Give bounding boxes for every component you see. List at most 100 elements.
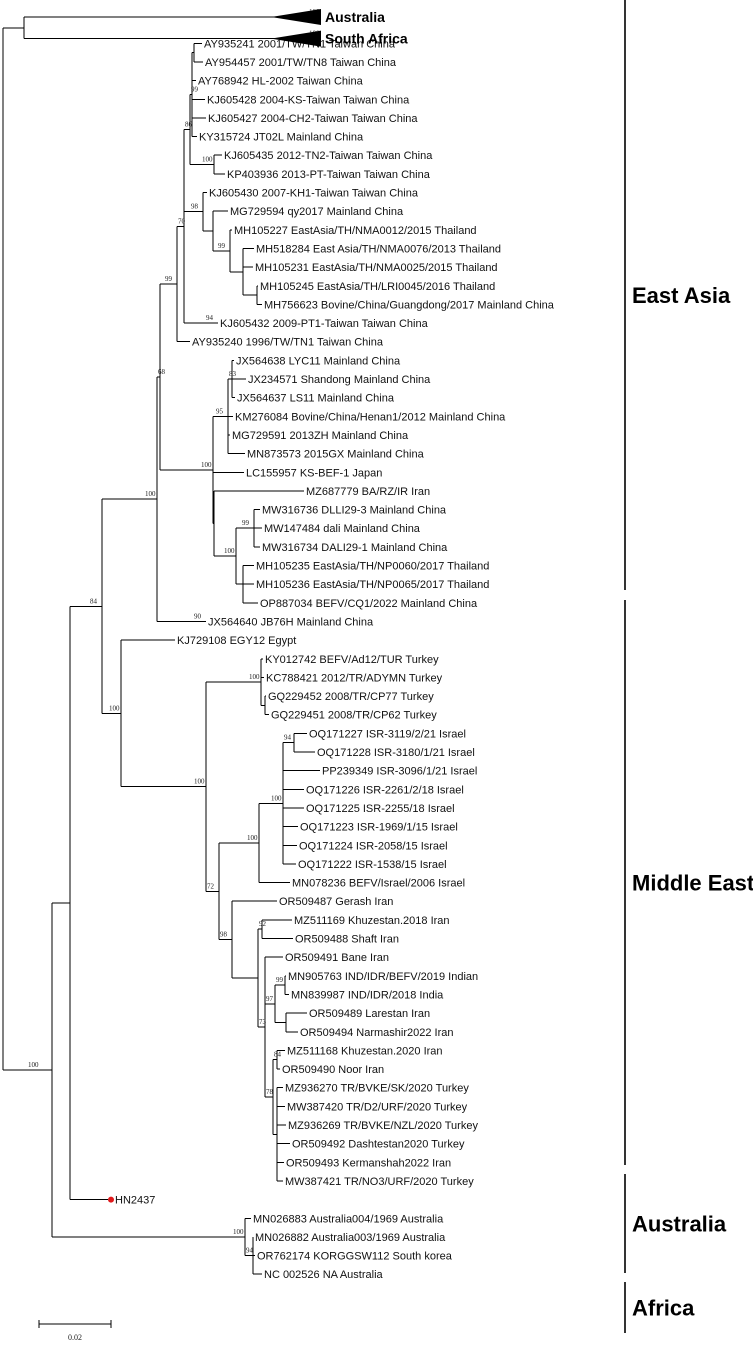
bootstrap-label: 99 xyxy=(242,519,250,527)
tip-label-50: MN905763 IND/IDR/BEFV/2019 Indian xyxy=(288,971,478,983)
tip-label-55: OR509490 Noor Iran xyxy=(282,1064,384,1076)
tip-label-7: KP403936 2013-PT-Taiwan Taiwan China xyxy=(227,169,431,181)
bootstrap-label: 68 xyxy=(158,368,166,376)
bootstrap-label: 84 xyxy=(90,597,98,605)
bootstrap-label: 95 xyxy=(216,407,224,415)
tip-label-19: JX564637 LS11 Mainland China xyxy=(237,393,395,405)
collapsed-clade-label: South Africa xyxy=(325,31,408,47)
scale-bar-label: 0.02 xyxy=(68,1333,82,1342)
bootstrap-label: 100 xyxy=(202,156,213,164)
group-label: Africa xyxy=(632,1296,695,1321)
tip-label-60: OR509493 Kermanshah2022 Iran xyxy=(286,1157,451,1169)
tip-label-12: MH105231 EastAsia/TH/NMA0025/2015 Thaila… xyxy=(255,262,498,274)
tip-label-33: KY012742 BEFV/Ad12/TUR Turkey xyxy=(265,654,439,666)
tip-label-35: GQ229452 2008/TR/CP77 Turkey xyxy=(268,691,434,703)
bootstrap-label: 90 xyxy=(194,612,202,620)
tip-label-16: AY935240 1996/TW/TN1 Taiwan China xyxy=(192,337,384,349)
tip-labels: AY935241 2001/TW/TN1 Taiwan ChinaAY95445… xyxy=(108,38,555,1281)
tip-label-54: MZ511168 Khuzestan.2020 Iran xyxy=(287,1045,443,1057)
tip-label-46: OR509487 Gerash Iran xyxy=(279,896,393,908)
tree-branches xyxy=(2,16,321,1275)
tip-label-40: OQ171226 ISR-2261/2/18 Israel xyxy=(306,784,464,796)
tip-label-37: OQ171227 ISR-3119/2/21 Israel xyxy=(309,728,466,740)
tip-label-25: MW316736 DLLI29-3 Mainland China xyxy=(262,505,447,517)
bootstrap-label: 99 xyxy=(191,86,199,94)
tip-label-32: KJ729108 EGY12 Egypt xyxy=(177,635,296,647)
bootstrap-label: 100 xyxy=(194,778,205,786)
bootstrap-label: 100 xyxy=(233,1228,244,1236)
tip-label-29: MH105236 EastAsia/TH/NP0065/2017 Thailan… xyxy=(256,579,489,591)
group-label: Australia xyxy=(632,1212,727,1237)
bootstrap-label: 100 xyxy=(247,834,258,842)
bootstrap-label: 98 xyxy=(191,203,199,211)
tip-label-6: KJ605435 2012-TN2-Taiwan Taiwan China xyxy=(224,150,433,162)
tip-label-3: KJ605428 2004-KS-Taiwan Taiwan China xyxy=(207,94,410,106)
tip-label-56: MZ936270 TR/BVKE/SK/2020 Turkey xyxy=(285,1083,469,1095)
tip-label-38: OQ171228 ISR-3180/1/21 Israel xyxy=(317,747,475,759)
tip-label-10: MH105227 EastAsia/TH/NMA0012/2015 Thaila… xyxy=(234,225,477,237)
tip-label-23: LC155957 KS-BEF-1 Japan xyxy=(246,467,382,479)
bootstrap-label: 100 xyxy=(224,547,235,555)
tip-label-34: KC788421 2012/TR/ADYMN Turkey xyxy=(266,672,443,684)
bootstrap-label: 100 xyxy=(109,704,120,712)
collapsed-clade-label: Australia xyxy=(325,9,385,25)
tip-label-18: JX234571 Shandong Mainland China xyxy=(248,374,431,386)
bootstrap-label: 86 xyxy=(185,121,193,129)
tip-label-43: OQ171224 ISR-2058/15 Israel xyxy=(299,840,448,852)
bootstrap-label: 99 xyxy=(165,275,173,283)
tip-label-5: KY315724 JT02L Mainland China xyxy=(199,132,364,144)
tip-label-13: MH105245 EastAsia/TH/LRI0045/2016 Thaila… xyxy=(260,281,495,293)
tip-label-26: MW147484 dali Mainland China xyxy=(264,523,421,535)
bootstrap-label: 94 xyxy=(206,314,214,322)
tip-label-30: OP887034 BEFV/CQ1/2022 Mainland China xyxy=(260,598,478,610)
highlight-marker-icon xyxy=(108,1196,114,1203)
tip-label-31: JX564640 JB76H Mainland China xyxy=(208,616,374,628)
bootstrap-label: 100 xyxy=(249,673,260,681)
bootstrap-label: 100 xyxy=(28,1061,39,1069)
tip-label-27: MW316734 DALI29-1 Mainland China xyxy=(262,542,448,554)
tip-label-17: JX564638 LYC11 Mainland China xyxy=(236,355,401,367)
tip-label-24: MZ687779 BA/RZ/IR Iran xyxy=(306,486,430,498)
tip-label-63: MN026883 Australia004/1969 Australia xyxy=(253,1213,444,1225)
tip-label-59: OR509492 Dashtestan2020 Turkey xyxy=(292,1139,465,1151)
bootstrap-label: 70 xyxy=(178,217,186,225)
bootstrap-label: 92 xyxy=(259,920,267,928)
tip-label-47: MZ511169 Khuzestan.2018 Iran xyxy=(294,915,450,927)
bootstrap-label: 100 xyxy=(201,461,212,469)
tip-label-1: AY954457 2001/TW/TN8 Taiwan China xyxy=(205,57,397,69)
bootstrap-label: 94 xyxy=(246,1247,254,1255)
bootstrap-label: 97 xyxy=(266,995,274,1003)
tip-label-36: GQ229451 2008/TR/CP62 Turkey xyxy=(271,710,437,722)
tip-label-62: HN2437 xyxy=(115,1195,155,1207)
tip-label-65: OR762174 KORGGSW112 South korea xyxy=(257,1251,453,1263)
scale-bar: 0.02 xyxy=(38,1320,112,1342)
tip-label-0: AY935241 2001/TW/TN1 Taiwan China xyxy=(204,38,396,50)
tip-label-48: OR509488 Shaft Iran xyxy=(295,934,399,946)
tip-label-45: MN078236 BEFV/Israel/2006 Israel xyxy=(292,878,465,890)
collapsed-clade-triangle xyxy=(271,30,321,47)
tip-label-66: NC 002526 NA Australia xyxy=(264,1269,384,1281)
collapsed-clade-triangle xyxy=(271,9,321,25)
tip-label-14: MH756623 Bovine/China/Guangdong/2017 Mai… xyxy=(264,299,555,311)
tip-label-11: MH518284 East Asia/TH/NMA0076/2013 Thail… xyxy=(256,243,501,255)
tip-label-41: OQ171225 ISR-2255/18 Israel xyxy=(306,803,455,815)
tip-label-53: OR509494 Narmashir2022 Iran xyxy=(300,1027,453,1039)
bootstrap-label: 98 xyxy=(220,931,228,939)
bootstrap-label: 78 xyxy=(266,1088,274,1096)
tip-label-44: OQ171222 ISR-1538/15 Israel xyxy=(298,859,447,871)
tip-label-61: MW387421 TR/NO3/URF/2020 Turkey xyxy=(285,1176,474,1188)
bootstrap-label: 99 xyxy=(276,976,284,984)
tip-label-15: KJ605432 2009-PT1-Taiwan Taiwan China xyxy=(220,318,429,330)
tip-label-21: MG729591 2013ZH Mainland China xyxy=(232,430,409,442)
tip-label-51: MN839987 IND/IDR/2018 India xyxy=(291,989,444,1001)
bootstrap-label: 83 xyxy=(229,370,237,378)
tip-label-28: MH105235 EastAsia/TH/NP0060/2017 Thailan… xyxy=(256,561,489,573)
tip-label-58: MZ936269 TR/BVKE/NZL/2020 Turkey xyxy=(288,1120,478,1132)
tip-label-64: MN026882 Australia003/1969 Australia xyxy=(255,1232,446,1244)
group-label: Middle East xyxy=(632,871,753,896)
tip-label-22: MN873573 2015GX Mainland China xyxy=(247,449,425,461)
bootstrap-label: 72 xyxy=(207,882,215,890)
